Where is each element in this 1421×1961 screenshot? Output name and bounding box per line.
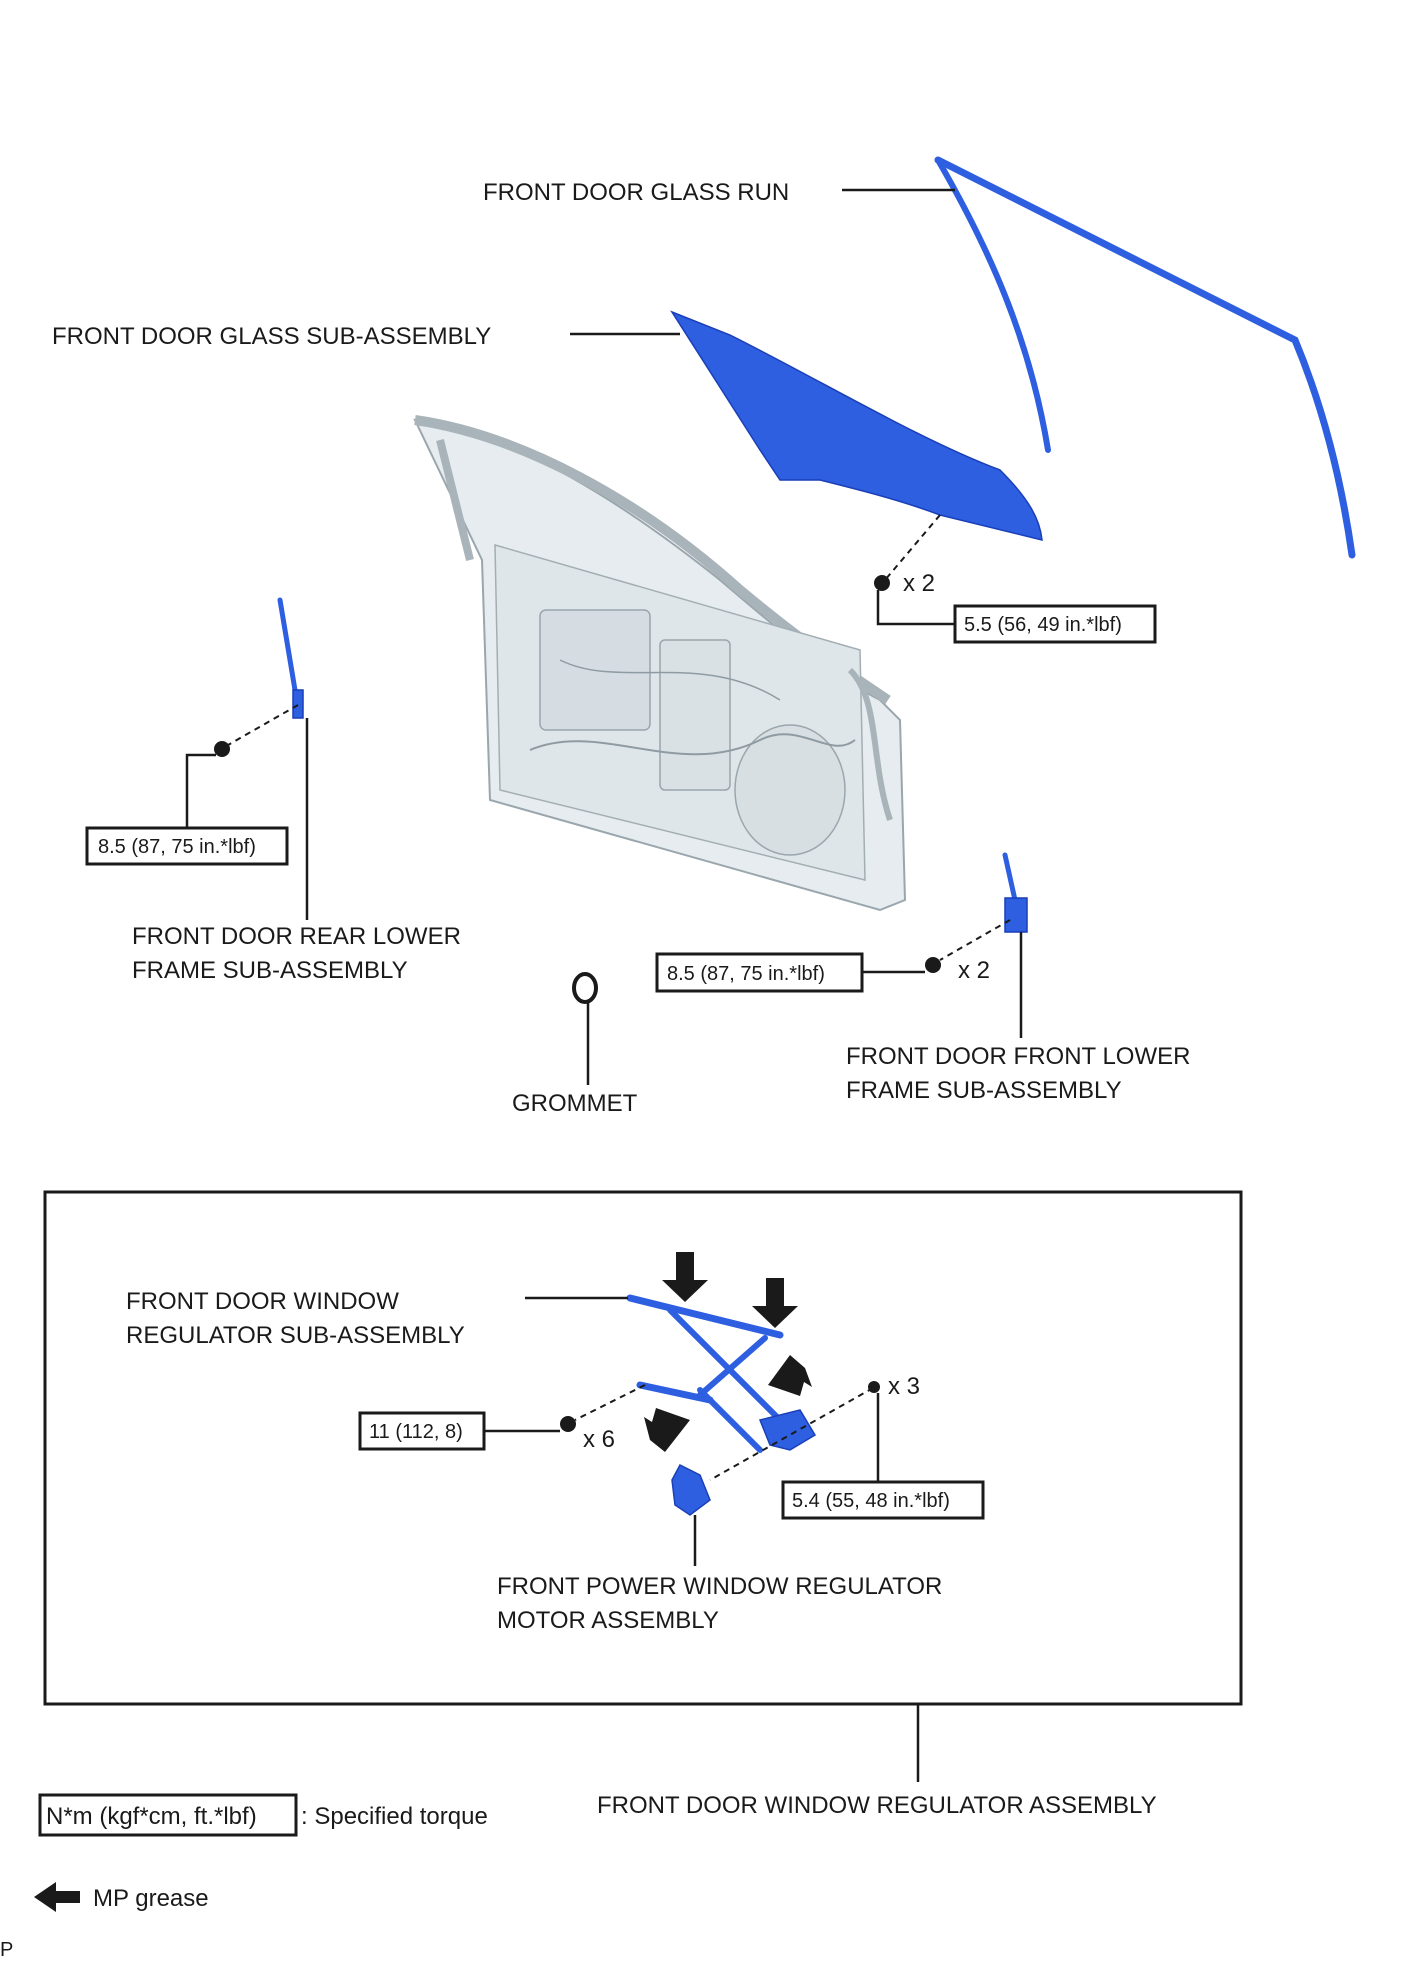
rear-lower-bolt-leader	[185, 753, 216, 830]
front-lower-torque-box	[655, 952, 864, 993]
mp-grease-arrow-icon	[644, 1408, 690, 1452]
front-door-front-lower-frame-part	[1002, 852, 1028, 933]
front-lower-label-1: FRONT DOOR FRONT LOWER	[846, 1043, 1190, 1070]
glass-sub-label: FRONT DOOR GLASS SUB-ASSEMBLY	[52, 323, 491, 350]
regulator-assembly-label: FRONT DOOR WINDOW REGULATOR ASSEMBLY	[597, 1792, 1157, 1819]
bolt-icon	[874, 575, 890, 591]
front-lower-bolt-qty: x 2	[958, 957, 990, 984]
front-door-glass-part	[670, 310, 1043, 541]
regulator-sub-label-2: REGULATOR SUB-ASSEMBLY	[126, 1322, 465, 1349]
regulator-assembly-frame	[43, 1190, 1243, 1706]
rear-lower-label-1: FRONT DOOR REAR LOWER	[132, 923, 461, 950]
bolt-icon	[560, 1416, 576, 1432]
glass-run-label: FRONT DOOR GLASS RUN	[483, 179, 789, 206]
front-door-panel	[413, 415, 907, 912]
motor-torque: 5.4 (55, 48 in.*lbf)	[792, 1490, 950, 1512]
rear-lower-label-2: FRAME SUB-ASSEMBLY	[132, 957, 408, 984]
regulator-bolt-qty: x 6	[583, 1426, 615, 1453]
motor-label-1: FRONT POWER WINDOW REGULATOR	[497, 1573, 942, 1600]
front-door-rear-lower-frame-part	[277, 597, 304, 719]
mp-grease-arrow-icon	[768, 1355, 812, 1396]
corner-mark: P	[0, 1939, 13, 1961]
legend-torque-box	[38, 1793, 298, 1837]
motor-label-2: MOTOR ASSEMBLY	[497, 1607, 719, 1634]
glass-bolt-dashline	[884, 514, 941, 581]
rear-lower-torque-box	[85, 826, 289, 866]
motor-bolt-dashline	[709, 1387, 874, 1481]
regulator-bolt-dashline	[574, 1384, 646, 1421]
glass-bolt-torque-box	[953, 604, 1157, 644]
motor-bolt-qty: x 3	[888, 1373, 920, 1400]
bolt-icon	[925, 957, 941, 973]
front-door-window-regulator-part	[626, 1294, 817, 1516]
mp-grease-arrow-icon	[752, 1278, 798, 1328]
front-lower-torque: 8.5 (87, 75 in.*lbf)	[667, 963, 825, 985]
mp-grease-legend-arrow-icon	[34, 1882, 80, 1912]
front-lower-label-2: FRAME SUB-ASSEMBLY	[846, 1077, 1122, 1104]
rear-lower-bolt-dashline	[227, 704, 299, 746]
regulator-sub-label-1: FRONT DOOR WINDOW	[126, 1288, 399, 1315]
bolt-icon	[214, 741, 230, 757]
regulator-torque: 11 (112, 8)	[369, 1421, 463, 1443]
legend-grease-desc: MP grease	[93, 1885, 209, 1912]
glass-bolt-torque: 5.5 (56, 49 in.*lbf)	[964, 614, 1122, 636]
glass-bolt-leader	[876, 590, 955, 626]
grommet-label: GROMMET	[512, 1090, 638, 1117]
bolt-icon	[868, 1381, 880, 1393]
front-door-glass-run-part	[934, 156, 1356, 559]
grommet-part	[572, 972, 598, 1004]
motor-torque-box	[781, 1480, 985, 1520]
mp-grease-arrow-icon	[662, 1252, 708, 1302]
regulator-torque-box	[358, 1411, 486, 1451]
rear-lower-torque: 8.5 (87, 75 in.*lbf)	[98, 836, 256, 858]
legend-torque-desc: : Specified torque	[301, 1803, 488, 1830]
legend-torque-unit: N*m (kgf*cm, ft.*lbf)	[46, 1803, 257, 1830]
glass-bolt-qty: x 2	[903, 570, 935, 597]
front-lower-bolt-dashline	[939, 919, 1011, 961]
